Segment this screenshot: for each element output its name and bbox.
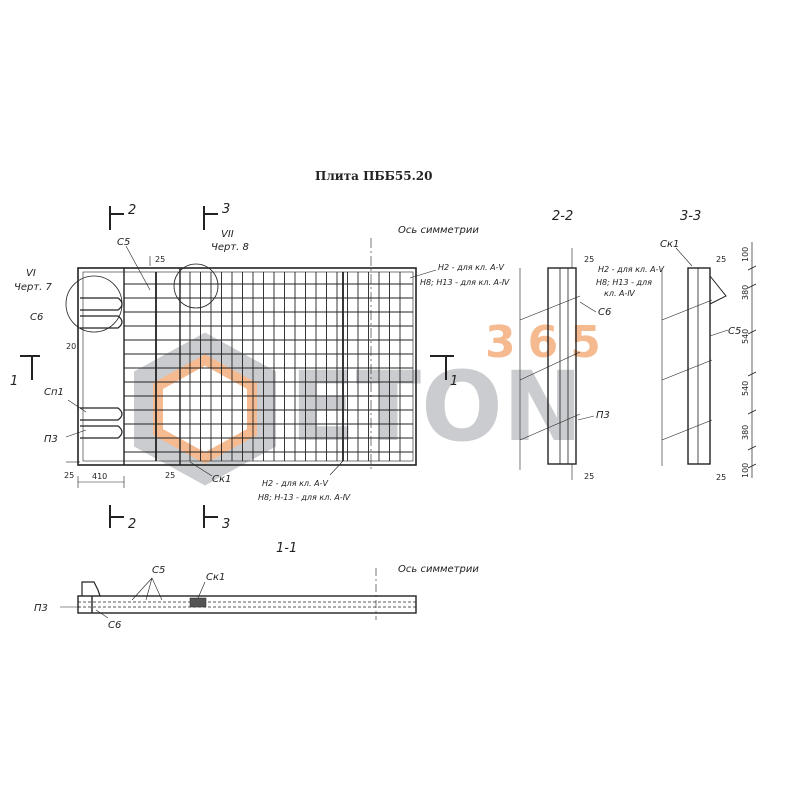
right-dimension-chain: 100 380 540 540 380 100 (741, 247, 750, 478)
label-c6-section-1-1: С6 (108, 620, 121, 631)
plan-outline (77, 267, 417, 466)
detail-circle-vii (173, 263, 219, 309)
dim-right-1: 100 (741, 247, 750, 262)
sec22-dim-25-bottom: 25 (584, 472, 594, 481)
section-2-2 (519, 248, 597, 480)
drawing-title: Плита ПББ55.20 (315, 169, 433, 183)
watermark-brand: ETON (290, 351, 583, 463)
node-vii-reference: Черт. 8 (211, 242, 249, 253)
symmetry-axis-plan-label: Ось симметрии (398, 225, 479, 236)
label-c5-plan: С5 (117, 237, 130, 248)
section-1-right-label: 1 (450, 374, 458, 389)
dim-25-left: 25 (64, 471, 74, 480)
note-bottom-line-1: Н2 - для кл. А-Ⅴ (262, 479, 328, 488)
sec22-label-p3: П3 (596, 410, 610, 421)
sec33-label-c5: С5 (728, 326, 741, 337)
node-vi-number: VI (26, 268, 36, 279)
dim-right-6: 100 (741, 463, 750, 478)
label-cp1: Сп1 (44, 387, 64, 398)
section-3-3 (661, 242, 757, 478)
detail-circle-vi (65, 275, 123, 333)
watermark-hexagon-logo (134, 332, 276, 486)
note-plan-line-1: Н2 - для кл. А-Ⅴ (438, 263, 504, 272)
node-vii-number: VII (221, 229, 234, 240)
dim-410: 410 (92, 472, 107, 481)
sec22-dim-25-top: 25 (584, 255, 594, 264)
dim-right-5: 380 (741, 425, 750, 440)
note-bottom-line-2: Н8; Н-13 - для кл. А-Ⅳ (258, 493, 351, 502)
section-3-top-label: 3 (222, 202, 230, 217)
label-c5-section-1-1: С5 (152, 565, 165, 576)
dim-right-2: 380 (741, 285, 750, 300)
dim-25-middle: 25 (165, 471, 175, 480)
section-2-2-title: 2-2 (552, 209, 573, 224)
sec33-dim-25-bottom: 25 (716, 473, 726, 482)
section-3-3-title: 3-3 (680, 209, 701, 224)
symmetry-axis-section-label: Ось симметрии (398, 564, 479, 575)
label-ck1-plan: Ск1 (212, 474, 231, 485)
sec22-note-line-2: Н8; Н13 - для (596, 278, 652, 287)
sec33-label-ck1: Ск1 (660, 239, 679, 250)
section-1-1-title: 1-1 (276, 541, 297, 556)
section-3-bottom-label: 3 (222, 517, 230, 532)
sec22-label-c6: С6 (598, 307, 611, 318)
plan-rebar-grid (124, 272, 413, 461)
section-2-bottom-label: 2 (128, 517, 136, 532)
watermark: 365 ETON (134, 317, 613, 486)
dim-20: 20 (66, 342, 76, 351)
watermark-number: 365 (485, 317, 613, 368)
plan-view (20, 206, 454, 528)
node-vi-reference: Черт. 7 (14, 282, 53, 293)
label-p3-section-1-1: П3 (34, 603, 48, 614)
note-plan-line-2: Н8; Н13 - для кл. А-Ⅳ (420, 278, 510, 287)
label-p3-plan: П3 (44, 434, 58, 445)
section-2-top-label: 2 (128, 203, 136, 218)
dim-25-top: 25 (155, 255, 165, 264)
label-c6-plan: С6 (30, 312, 43, 323)
dim-right-4: 540 (741, 381, 750, 396)
dim-right-3: 540 (741, 329, 750, 344)
sec22-note-line-3: кл. А-Ⅳ (604, 289, 635, 298)
section-1-left-label: 1 (10, 374, 18, 389)
sec33-dim-25-top: 25 (716, 255, 726, 264)
sec22-note-line-1: Н2 - для кл. А-Ⅴ (598, 265, 664, 274)
label-ck1-section-1-1: Ск1 (206, 572, 225, 583)
section-1-1 (60, 568, 417, 620)
